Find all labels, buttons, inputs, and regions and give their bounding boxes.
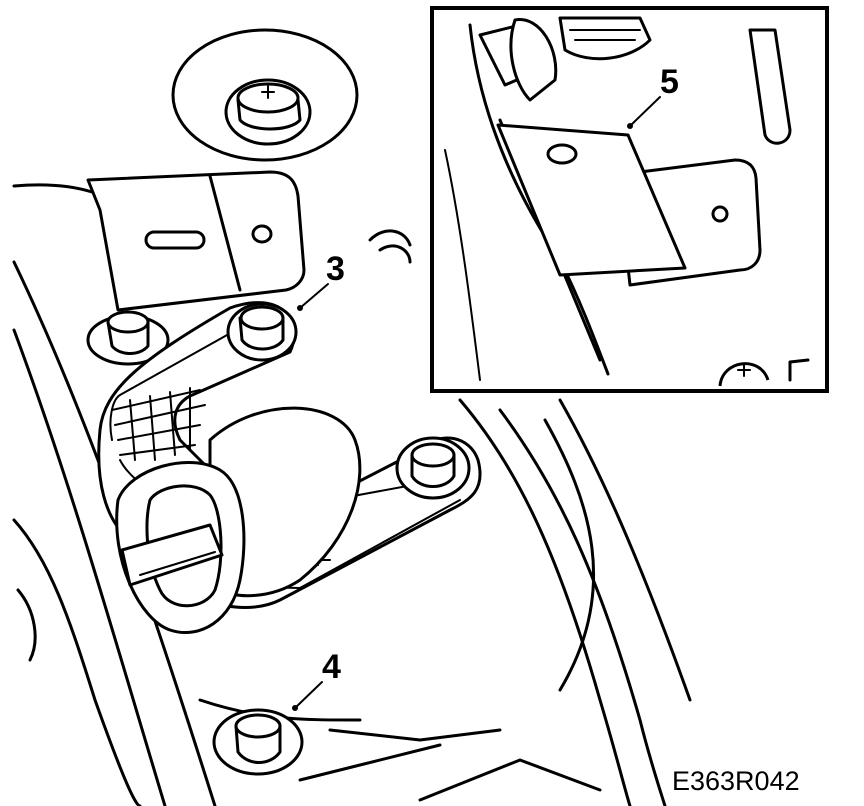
inset-detail [430, 6, 829, 393]
bolt-bottom [212, 708, 304, 776]
callout-3: 3 [326, 250, 345, 288]
leader-lines [292, 96, 661, 711]
callout-4: 4 [322, 648, 341, 686]
figure-code: E363R042 [672, 766, 800, 796]
bolt-left [86, 310, 170, 366]
stabilizer-bar [120, 523, 224, 587]
callout-5: 5 [660, 63, 679, 101]
upper-round-damper [171, 28, 359, 162]
mounting-bracket-plate [86, 170, 306, 312]
rubber-bushing [115, 406, 362, 635]
body-panel-lines [12, 183, 692, 806]
clamp-bolt-right [395, 436, 471, 500]
clamp-bolt-top [226, 302, 298, 362]
clamp-ribbing-left [111, 387, 206, 461]
